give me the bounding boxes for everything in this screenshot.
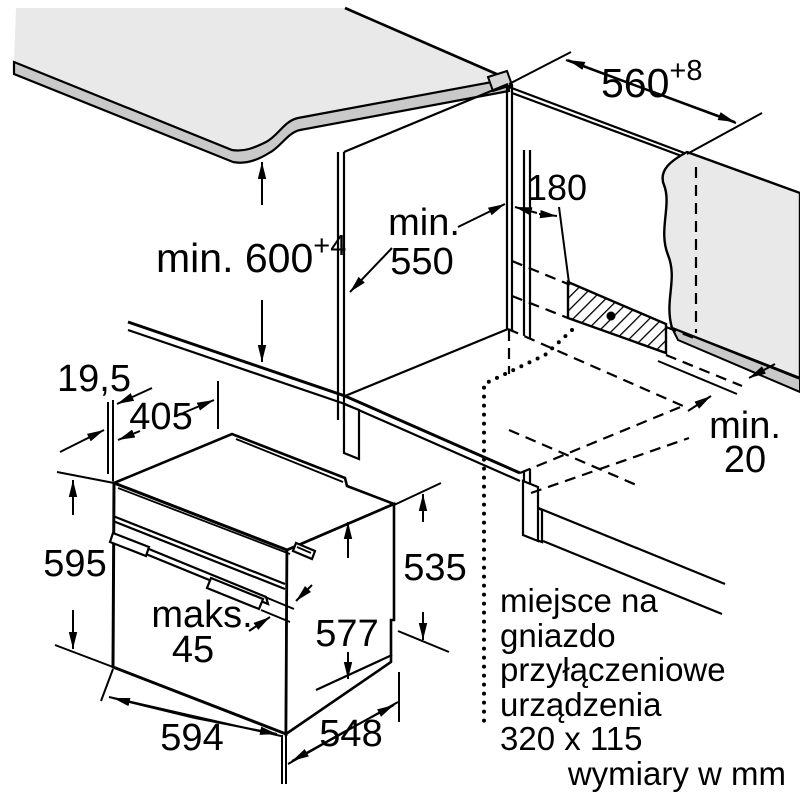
countertop-surface bbox=[14, 8, 508, 151]
oven-front-height-label: 595 bbox=[43, 543, 106, 585]
socket-note-line-5: 320 x 115 bbox=[500, 720, 643, 757]
countertop-edge-band bbox=[12, 60, 511, 164]
niche-height-label: min. 600+4 bbox=[156, 230, 346, 281]
niche-top-edge bbox=[508, 85, 688, 160]
socket-area-hatch bbox=[566, 280, 668, 355]
dimension-labels: 560+8 min. 600+4 min. 550 180 min. 20 19… bbox=[43, 55, 781, 759]
hidden-rear-outline bbox=[507, 167, 743, 495]
oven-top-front-band bbox=[117, 487, 291, 555]
oven-top-depth-label: 405 bbox=[129, 396, 192, 438]
socket-note-line-2: gniazdo bbox=[500, 617, 616, 654]
niche-shelf-foot-left bbox=[342, 402, 361, 461]
niche-width-label: 560+8 bbox=[601, 55, 703, 106]
oven-drawing bbox=[108, 432, 398, 737]
oven-depth-label: 548 bbox=[319, 713, 382, 755]
socket-note-line-3: przyłączeniowe bbox=[500, 651, 726, 688]
socket-note-line-4: urządzenia bbox=[500, 686, 662, 723]
oven-handle-max-label: maks. bbox=[151, 594, 252, 636]
oven-body-height-label: 577 bbox=[315, 613, 378, 655]
socket-projection-dotted-line bbox=[482, 328, 574, 725]
oven-top-rear-inner-line bbox=[235, 438, 344, 483]
rear-gap-label: min. bbox=[709, 405, 781, 447]
socket-note-line-1: miejsce na bbox=[500, 582, 658, 619]
niche-shelf-left-edge bbox=[344, 327, 509, 398]
oven-handle-right-cap bbox=[205, 576, 265, 611]
niche-left-panel-top-edge bbox=[343, 82, 509, 154]
oven-side-base-step-line bbox=[315, 654, 393, 691]
niche-depth-label: min. bbox=[388, 202, 460, 244]
oven-handle-left-cap bbox=[108, 531, 151, 558]
right-wall-panel bbox=[661, 150, 800, 380]
right-wall-bottom-strip bbox=[669, 326, 800, 394]
niche-shelf-foot-right bbox=[521, 479, 540, 543]
oven-handle-max-value: 45 bbox=[172, 629, 214, 671]
socket-position-dot bbox=[606, 311, 616, 321]
niche-rear-left-corner-edge bbox=[505, 84, 514, 363]
niche-depth-value: 550 bbox=[390, 241, 453, 283]
socket-offset-label: 180 bbox=[527, 167, 587, 208]
oven-width-label: 594 bbox=[160, 717, 223, 759]
right-cabinet-base-lines bbox=[530, 503, 726, 616]
dimension-lines bbox=[54, 51, 776, 784]
niche-left-panel-front-edge bbox=[336, 152, 346, 420]
cabinet-niche-drawing bbox=[12, 6, 800, 725]
niche-shelf-surface bbox=[345, 329, 683, 473]
rear-gap-value: 20 bbox=[724, 439, 766, 481]
oven-front-overhang-label: 19,5 bbox=[57, 358, 131, 400]
countertop-rear-edge bbox=[344, 6, 509, 81]
oven-rear-height-label: 535 bbox=[403, 547, 466, 589]
oven-vent-slot-inner bbox=[296, 546, 312, 554]
units-footer: wymiary w mm bbox=[567, 755, 786, 792]
oven-control-panel-bottom bbox=[112, 514, 286, 591]
socket-note-text: miejsce na gniazdo przyłączeniowe urządz… bbox=[500, 582, 726, 757]
